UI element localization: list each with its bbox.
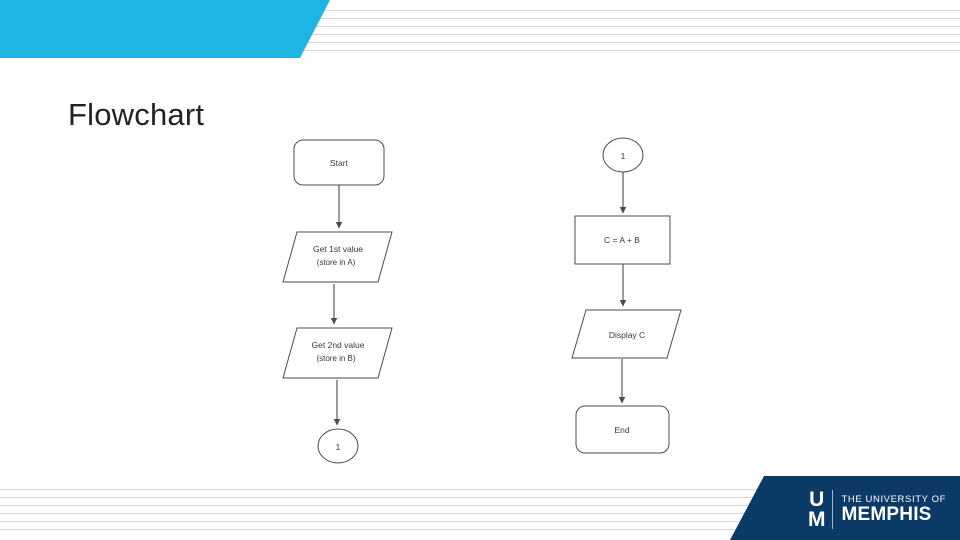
node-connector-1-out bbox=[317, 428, 359, 464]
bottom-accent-shape bbox=[730, 476, 960, 540]
node-end-label: End bbox=[614, 425, 629, 435]
node-get-2nd-value-label-line1: Get 2nd value bbox=[312, 340, 365, 350]
node-get-1st-value bbox=[282, 231, 393, 283]
node-connector-1-in bbox=[602, 137, 644, 173]
logo-monogram-top: U bbox=[809, 488, 825, 512]
node-display-c-label: Display C bbox=[609, 330, 645, 340]
top-decoration-lines bbox=[0, 0, 960, 58]
node-display-c bbox=[571, 309, 682, 359]
university-logo: U M THE UNIVERSITY OF MEMPHIS bbox=[807, 488, 946, 531]
bottom-decoration-lines bbox=[0, 476, 960, 540]
logo-monogram-bottom: M bbox=[807, 507, 826, 531]
node-start-label: Start bbox=[330, 158, 349, 168]
logo-wordmark: THE UNIVERSITY OF MEMPHIS bbox=[841, 493, 946, 525]
logo-monogram: U M bbox=[807, 488, 834, 531]
logo-line-1: THE UNIVERSITY OF bbox=[841, 493, 946, 505]
node-start bbox=[293, 139, 385, 186]
node-connector-1-out-label: 1 bbox=[336, 442, 341, 452]
node-get-2nd-value bbox=[282, 327, 393, 379]
node-get-2nd-value-label-line2: (store in B) bbox=[316, 354, 355, 363]
top-accent-shape bbox=[0, 0, 330, 58]
logo-line-2: MEMPHIS bbox=[841, 503, 932, 525]
node-connector-1-in-label: 1 bbox=[621, 151, 626, 161]
page-title: Flowchart bbox=[68, 96, 205, 132]
node-compute-c-label: C = A + B bbox=[604, 235, 640, 245]
node-compute-c bbox=[574, 215, 671, 265]
node-get-1st-value-label-line2: (store in A) bbox=[317, 258, 356, 267]
node-end bbox=[575, 405, 670, 454]
node-get-1st-value-label-line1: Get 1st value bbox=[313, 244, 363, 254]
